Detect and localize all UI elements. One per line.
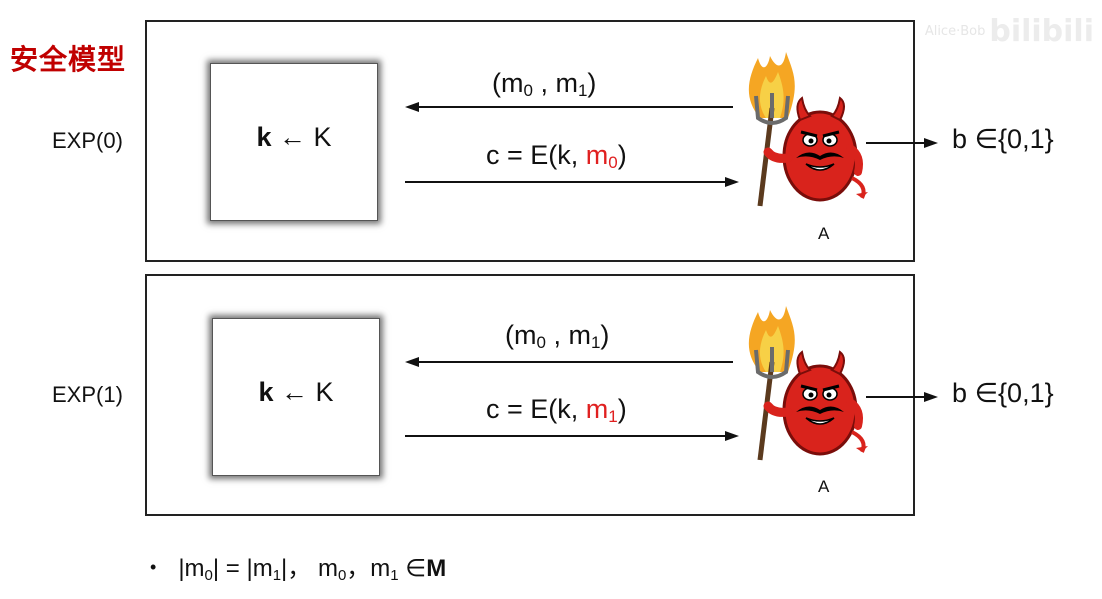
exp0-output: b ∈{0,1} — [952, 124, 1054, 154]
exp0-keygen-arrow: ← — [279, 122, 306, 152]
message-space: M — [426, 555, 447, 582]
exp1-keygen-arrow: ← — [281, 377, 308, 407]
exp1-panel — [145, 274, 915, 516]
exp1-query-msg: (m0 , m1) — [505, 320, 610, 352]
exp1-output-arrow — [866, 392, 938, 402]
exp0-keygen: k ← K — [211, 122, 377, 153]
exp1-response-m: m1 — [585, 394, 618, 426]
exp1-adversary-label: A — [818, 477, 830, 496]
bullet: • — [150, 557, 157, 577]
exp0-query-msg: (m0 , m1) — [492, 68, 597, 100]
exp0-keygen-k: k — [256, 122, 272, 152]
exp0-output-arrow — [866, 138, 938, 148]
exp0-query-arrow — [405, 102, 733, 112]
exp1-devil-icon — [748, 306, 868, 461]
exp1-keygen: k ← K — [213, 377, 379, 408]
exp0-keygen-K: K — [313, 122, 332, 152]
exp1-label: EXP(1) — [52, 382, 123, 407]
exp1-output: b ∈{0,1} — [952, 378, 1054, 408]
exp1-keygen-k: k — [258, 377, 274, 407]
condition-note: •|m0| = |m1|， m0，m1 ∈M — [150, 555, 447, 584]
exp0-response-msg: c = E(k, m0) — [486, 140, 627, 172]
exp1-query-arrow — [405, 357, 733, 367]
exp0-label: EXP(0) — [52, 128, 123, 153]
exp1-challenger-box: k ← K — [212, 318, 380, 476]
exp0-panel — [145, 20, 915, 262]
watermark-text: Alice·Bob — [924, 24, 986, 39]
exp1-keygen-K: K — [315, 377, 334, 407]
exp0-challenger-box: k ← K — [210, 63, 378, 221]
exp1-response-msg: c = E(k, m1) — [486, 394, 627, 426]
watermark-logo: bilibili — [989, 14, 1094, 49]
exp0-response-m: m0 — [585, 140, 618, 172]
exp1-response-arrow — [405, 431, 739, 441]
exp0-response-arrow — [405, 177, 739, 187]
exp0-adversary-label: A — [818, 224, 830, 243]
page-title: 安全模型 — [10, 43, 127, 76]
exp0-devil-icon — [748, 52, 868, 207]
